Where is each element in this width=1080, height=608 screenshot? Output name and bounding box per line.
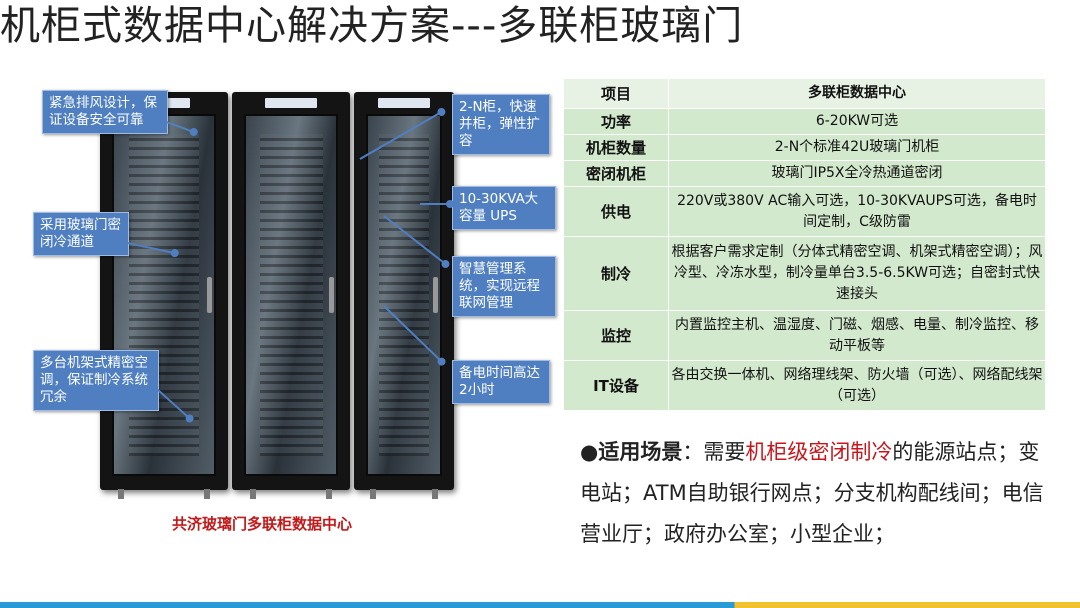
table-header-value: 多联柜数据中心	[668, 78, 1046, 109]
callout-ac: 多台机架式精密空调，保证制冷系统冗余	[33, 350, 159, 411]
application-scenario: ●适用场景：需要机柜级密闭制冷的能源站点；变电站；ATM自助银行网点；分支机构配…	[580, 432, 1060, 555]
row-value: 根据客户需求定制（分体式精密空调、机架式精密空调）；风冷型、冷冻水型，制冷量单台…	[668, 236, 1046, 311]
glass-door	[112, 114, 216, 476]
scenario-intro: ：需要	[682, 440, 746, 464]
table-row: 功率 6-20KW可选	[563, 108, 1046, 135]
table-header-key: 项目	[563, 78, 669, 109]
door-handle	[207, 277, 212, 313]
glass-door	[366, 114, 442, 476]
row-key: 供电	[563, 186, 669, 237]
cabinet-left	[100, 92, 228, 499]
scenario-label: 适用场景	[598, 440, 683, 464]
brand-logo	[265, 98, 317, 108]
callout-cabinets: 2-N柜，快速并柜，弹性扩容	[452, 94, 550, 155]
callout-arrow	[420, 200, 454, 208]
brand-logo	[378, 98, 430, 108]
row-key: IT设备	[563, 360, 669, 411]
door-handle	[329, 277, 334, 313]
footer-bar	[0, 602, 1080, 608]
row-value: 玻璃门IP5X全冷热通道密闭	[668, 160, 1046, 187]
callout-management: 智慧管理系统，实现远程联网管理	[452, 256, 556, 317]
callout-glass-door: 采用玻璃门密闭冷通道	[33, 212, 129, 256]
row-value: 220V或380V AC输入可选，10-30KVAUPS可选，备电时间定制，C级…	[668, 186, 1046, 237]
table-row: IT设备 各由交换一体机、网络理线架、防火墙（可选）、网络配线架（可选）	[563, 360, 1046, 411]
table-header-row: 项目 多联柜数据中心	[563, 78, 1046, 109]
bullet: ●	[580, 440, 599, 464]
table-row: 密闭机柜 玻璃门IP5X全冷热通道密闭	[563, 160, 1046, 187]
cabinet-illustration	[100, 92, 455, 500]
glass-door	[244, 114, 338, 476]
scenario-text: 的能源站点；变电站；ATM自助银行网点；分支机构配线间；电信营业厅；政府办公室；…	[580, 440, 1044, 546]
table-row: 制冷 根据客户需求定制（分体式精密空调、机架式精密空调）；风冷型、冷冻水型，制冷…	[563, 236, 1046, 311]
table-row: 监控 内置监控主机、温湿度、门磁、烟感、电量、制冷监控、移动平板等	[563, 310, 1046, 361]
callout-backup: 备电时间高达2小时	[452, 360, 550, 404]
spec-table: 项目 多联柜数据中心 功率 6-20KW可选 机柜数量 2-N个标准42U玻璃门…	[563, 78, 1046, 411]
row-value: 各由交换一体机、网络理线架、防火墙（可选）、网络配线架（可选）	[668, 360, 1046, 411]
table-row: 供电 220V或380V AC输入可选，10-30KVAUPS可选，备电时间定制…	[563, 186, 1046, 237]
illustration-caption: 共济玻璃门多联柜数据中心	[172, 515, 353, 533]
callout-ups: 10-30KVA大容量 UPS	[452, 186, 556, 230]
row-key: 密闭机柜	[563, 160, 669, 187]
scenario-highlight: 机柜级密闭制冷	[745, 440, 893, 464]
row-value: 内置监控主机、温湿度、门磁、烟感、电量、制冷监控、移动平板等	[668, 310, 1046, 361]
callout-exhaust: 紧急排风设计，保证设备安全可靠	[42, 90, 168, 134]
door-handle	[433, 277, 438, 313]
row-key: 制冷	[563, 236, 669, 311]
table-row: 机柜数量 2-N个标准42U玻璃门机柜	[563, 134, 1046, 161]
cabinet-right	[354, 92, 454, 499]
page-title: 机柜式数据中心解决方案---多联柜玻璃门	[0, 3, 744, 49]
row-key: 功率	[563, 108, 669, 135]
row-value: 2-N个标准42U玻璃门机柜	[668, 134, 1046, 161]
row-key: 监控	[563, 310, 669, 361]
cabinet-middle	[232, 92, 350, 499]
row-value: 6-20KW可选	[668, 108, 1046, 135]
row-key: 机柜数量	[563, 134, 669, 161]
